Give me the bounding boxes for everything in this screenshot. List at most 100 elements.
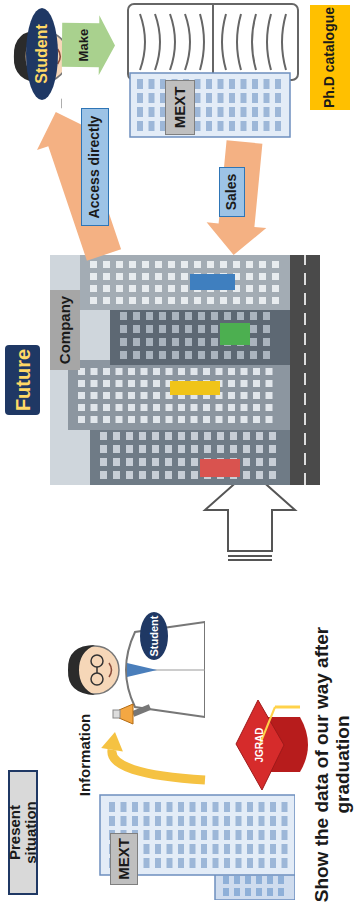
company-photo-art-part [141, 416, 148, 423]
student-figure-art-part [91, 655, 103, 667]
mext-building-art-part [270, 816, 276, 826]
company-photo-art-part [211, 312, 218, 320]
edge-label: Information [74, 705, 96, 805]
company-photo-art-part [90, 261, 97, 268]
company-photo-art-part [204, 445, 211, 453]
mext-building-art-part [282, 802, 288, 812]
arrow-head [101, 732, 123, 752]
company-photo-art-part [152, 471, 159, 479]
company-photo-art-part [139, 445, 146, 453]
company-photo-art-part [233, 261, 240, 268]
mext-building-art-part [259, 830, 265, 840]
make-arrow [62, 15, 115, 75]
company-photo-art-part [141, 380, 148, 387]
company-photo-art-part [146, 325, 153, 333]
company-photo-art-part [142, 285, 149, 292]
company-photo-art-part [220, 323, 250, 345]
node-label: Student [26, 8, 58, 100]
company-photo-art-part [290, 255, 320, 485]
company-photo-art-part [155, 273, 162, 280]
company-photo-art-part [103, 273, 110, 280]
mext-building-art-part [275, 79, 281, 89]
mext-building-art-part [155, 830, 161, 840]
company-photo-art-part [185, 325, 192, 333]
company-photo-art-part [100, 445, 107, 453]
catalogue-book-part [237, 14, 241, 70]
company-photo-art-part [191, 368, 198, 375]
company-photo-art-part [153, 380, 160, 387]
company-photo-art-part [203, 368, 210, 375]
mext-building-art [115, 4, 300, 142]
mext-building-art-part [241, 107, 247, 117]
catalogue-book-part [212, 4, 214, 80]
company-photo-art-part [120, 338, 127, 346]
mext-building-art-part [213, 802, 219, 812]
company-photo-art-part [241, 392, 248, 399]
mext-building-art-part [275, 121, 281, 131]
company-photo-art-part [178, 471, 185, 479]
company-photo-art-part [113, 432, 120, 440]
mext-building-art-part [223, 888, 229, 896]
company-photo-art-part [204, 432, 211, 440]
student-figure-art-part [96, 667, 98, 673]
company-photo-art-part [246, 273, 253, 280]
node-label: Student [140, 612, 168, 660]
mext-building-art-part [241, 121, 247, 131]
company-photo-art-part [191, 416, 198, 423]
mext-building-art-part [144, 830, 150, 840]
company-photo-art-part [113, 458, 120, 466]
company-photo-art-part [91, 404, 98, 411]
mext-building-art-part [195, 107, 201, 117]
mext-building-art-part [206, 121, 212, 131]
mext-building-art-part [229, 121, 235, 131]
mext-building-art-part [137, 79, 143, 89]
company-photo-art-part [217, 432, 224, 440]
company-photo-art-part [243, 458, 250, 466]
company-photo-art-part [241, 404, 248, 411]
company-photo-art-part [165, 458, 172, 466]
company-photo-art-part [198, 325, 205, 333]
company-photo-art-part [110, 305, 290, 365]
mext-building-art-part [132, 802, 138, 812]
mext-building-art-part [167, 858, 173, 868]
mext-building-art-part [236, 816, 242, 826]
mext-building-art-part [201, 802, 207, 812]
catalogue-book-part [170, 14, 175, 70]
company-photo-art-part [194, 297, 201, 304]
mext-building-art-part [155, 802, 161, 812]
company-photo-art-part [228, 368, 235, 375]
mext-building-art-part [267, 888, 273, 896]
company-photo-art-part [241, 416, 248, 423]
company-photo-art-part [155, 285, 162, 292]
company-photo-art-part [304, 255, 306, 485]
catalogue-book-part [155, 14, 160, 70]
company-photo-art-part [269, 471, 276, 479]
mext-building-art-part [275, 93, 281, 103]
mext-building-art-part [259, 858, 265, 868]
company-photo-art-part [178, 458, 185, 466]
mext-building-art-part [144, 802, 150, 812]
company-photo-art-part [155, 261, 162, 268]
mext-building-art-part [282, 844, 288, 854]
company-photo-art-part [216, 404, 223, 411]
company-photo-art-part [116, 404, 123, 411]
company-photo: Company [50, 255, 320, 485]
company-photo-art-part [220, 297, 227, 304]
company-photo-art-part [146, 312, 153, 320]
heading-box: Present situation [8, 770, 38, 895]
company-photo-art-part [253, 404, 260, 411]
company-photo-art-part [216, 368, 223, 375]
mext-building-art-part [236, 858, 242, 868]
company-photo-art-part [152, 458, 159, 466]
catalogue-box: Ph.D catalogue [310, 5, 350, 110]
mext-building-art-part [267, 876, 273, 884]
mext-building-art-part [121, 816, 127, 826]
company-photo-art-part [153, 392, 160, 399]
mext-building-art-part [270, 858, 276, 868]
mext-building-art-part [256, 888, 262, 896]
company-photo-art-part [139, 458, 146, 466]
mext-building-art-part [137, 107, 143, 117]
mext-building-art-part [109, 802, 115, 812]
arrow-shaft [112, 750, 205, 780]
company-photo-art-part [191, 404, 198, 411]
